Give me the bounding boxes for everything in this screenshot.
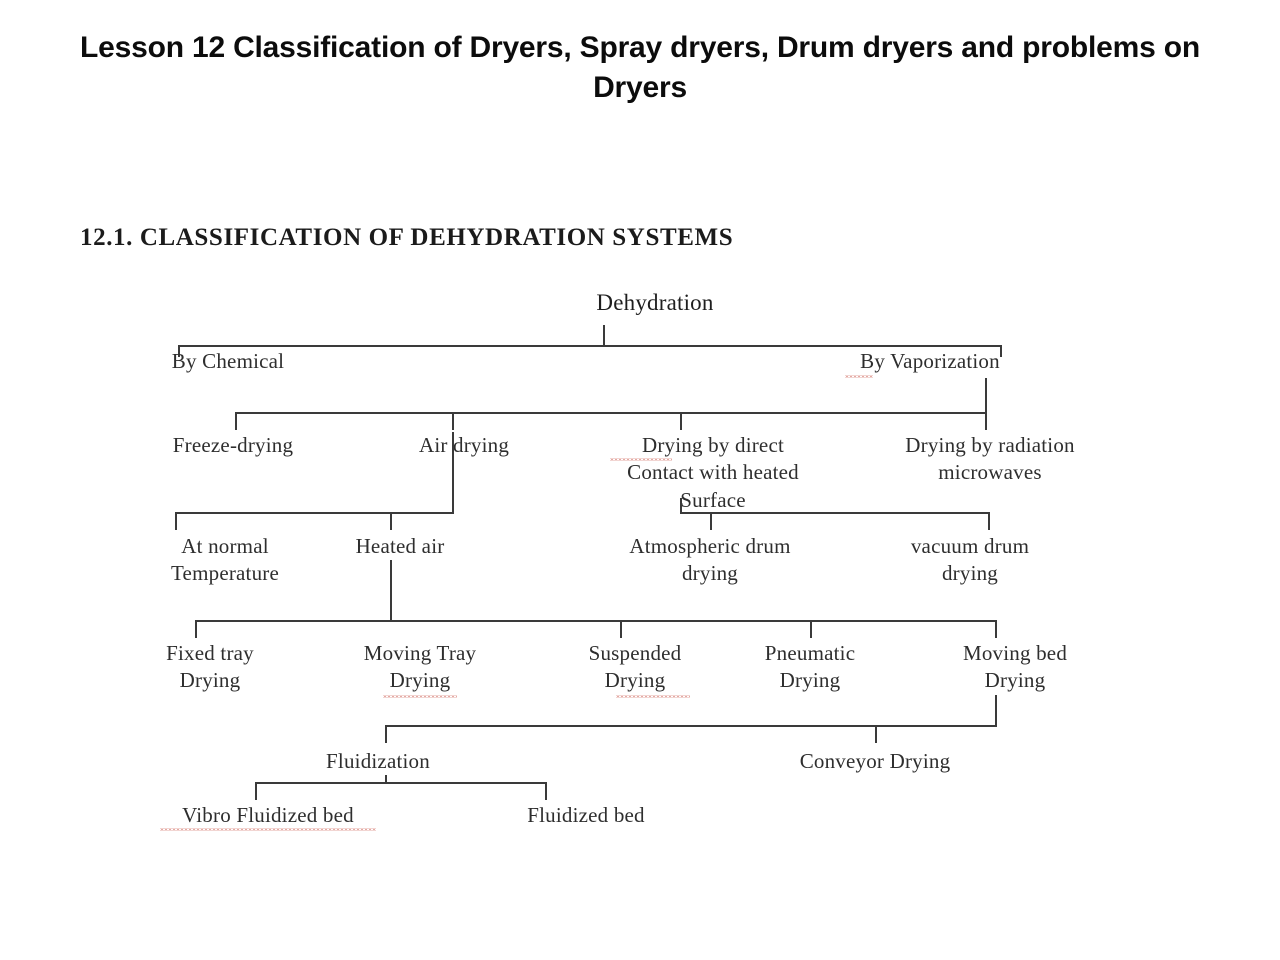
connector-to-by-vaporization bbox=[1000, 345, 1002, 357]
connector-fluidization-stem bbox=[385, 775, 387, 782]
spellcheck-underline-drying-direct bbox=[610, 458, 672, 461]
connector-to-air-drying bbox=[452, 412, 454, 430]
node-moving-tray: Moving Tray Drying bbox=[363, 641, 477, 693]
spellcheck-underline-drying-suspended bbox=[616, 695, 690, 698]
node-pneumatic: Pneumatic Drying bbox=[764, 641, 856, 693]
node-vibro-fluidized-bed: Vibro Fluidized bed bbox=[182, 803, 354, 827]
node-suspended: Suspended Drying bbox=[588, 641, 682, 693]
connector-to-pneumatic bbox=[810, 620, 812, 638]
connector-to-at-normal-temp bbox=[175, 512, 177, 530]
node-at-normal-temp: At normal Temperature bbox=[171, 534, 279, 586]
page-title: Lesson 12 Classification of Dryers, Spra… bbox=[80, 31, 1200, 104]
connector-air-drying-stem bbox=[452, 432, 454, 512]
node-atmospheric-drum: Atmospheric drum drying bbox=[629, 534, 791, 586]
dehydration-classification-figure: 12.1. CLASSIFICATION OF DEHYDRATION SYST… bbox=[0, 200, 1280, 880]
connector-to-direct-contact bbox=[680, 412, 682, 430]
node-air-drying: Air drying bbox=[418, 433, 510, 457]
node-freeze-drying: Freeze-drying bbox=[172, 433, 294, 457]
spellcheck-underline-drying-moving-tray bbox=[383, 695, 457, 698]
connector-to-atmospheric-drum bbox=[710, 512, 712, 530]
connector-to-freeze-drying bbox=[235, 412, 237, 430]
connector-to-vacuum-drum bbox=[988, 512, 990, 530]
node-heated-air: Heated air bbox=[355, 534, 445, 558]
connector-to-vibro-fluidized-bed bbox=[255, 782, 257, 800]
connector-level3-right-bus bbox=[680, 512, 990, 514]
connector-to-by-chemical bbox=[178, 345, 180, 357]
connector-to-heated-air bbox=[390, 512, 392, 530]
connector-to-moving-bed bbox=[995, 620, 997, 638]
connector-heated-air-stem bbox=[390, 560, 392, 620]
connector-to-fixed-tray bbox=[195, 620, 197, 638]
connector-dehydration-stem bbox=[603, 325, 605, 345]
connector-level1-bus bbox=[178, 345, 1002, 347]
node-radiation: Drying by radiation microwaves bbox=[905, 433, 1075, 485]
connector-level5-bus bbox=[385, 725, 997, 727]
connector-to-suspended bbox=[620, 620, 622, 638]
connector-level2-bus bbox=[235, 412, 987, 414]
connector-to-radiation bbox=[985, 412, 987, 430]
connector-to-fluidized-bed bbox=[545, 782, 547, 800]
connector-level3-left-bus bbox=[175, 512, 454, 514]
connector-to-fluidization bbox=[385, 725, 387, 743]
spellcheck-underline-by bbox=[845, 375, 873, 378]
node-fluidized-bed: Fluidized bed bbox=[527, 803, 645, 827]
node-conveyor-drying: Conveyor Drying bbox=[799, 749, 951, 773]
node-vacuum-drum: vacuum drum drying bbox=[910, 534, 1030, 586]
connector-level6-bus bbox=[255, 782, 545, 784]
node-by-vaporization: By Vaporization bbox=[860, 349, 1000, 373]
connector-direct-contact-stem bbox=[680, 498, 682, 512]
node-dehydration: Dehydration bbox=[596, 290, 714, 315]
connector-to-conveyor-drying bbox=[875, 725, 877, 743]
connector-level4-bus bbox=[195, 620, 995, 622]
node-by-chemical: By Chemical bbox=[171, 349, 285, 373]
node-fixed-tray: Fixed tray Drying bbox=[166, 641, 254, 693]
node-direct-contact: Drying by direct Contact with heated Sur… bbox=[627, 433, 799, 512]
connector-moving-bed-stem bbox=[995, 695, 997, 725]
section-heading: 12.1. CLASSIFICATION OF DEHYDRATION SYST… bbox=[80, 224, 734, 251]
node-moving-bed: Moving bed Drying bbox=[962, 641, 1068, 693]
connector-by-vaporization-stem bbox=[985, 378, 987, 412]
spellcheck-underline-vibro-fluidized-bed bbox=[160, 828, 376, 831]
node-fluidization: Fluidization bbox=[326, 749, 430, 773]
